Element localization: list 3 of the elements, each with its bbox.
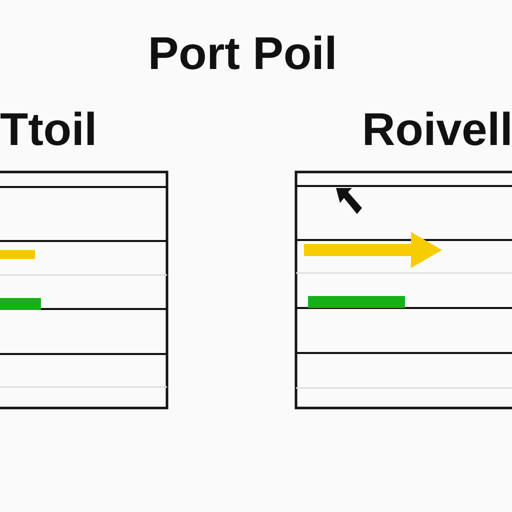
- table-heading: Roivell: [362, 106, 512, 152]
- table-heading: Ttoil: [0, 106, 98, 152]
- title: Port Poil: [148, 30, 338, 76]
